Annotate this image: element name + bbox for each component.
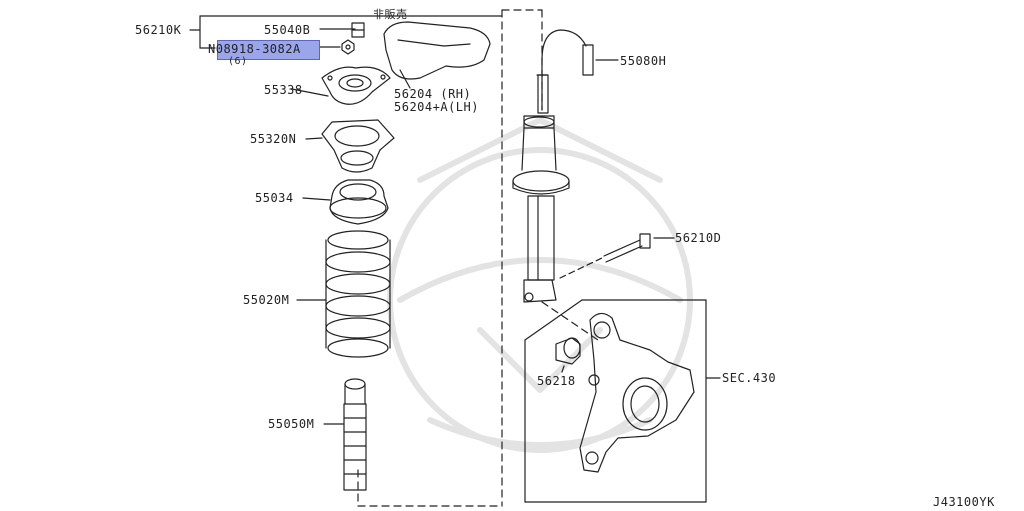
label-55040b[interactable]: 55040B [264, 23, 311, 37]
leader-56210k [189, 15, 503, 49]
label-55080h[interactable]: 55080H [620, 54, 667, 68]
label-55034[interactable]: 55034 [255, 191, 294, 205]
label-56204-rh[interactable]: 56204 (RH) [394, 87, 472, 101]
label-55020m[interactable]: 55020M [243, 293, 290, 307]
spring-55020m [296, 230, 391, 358]
shock-absorber-55080h [512, 29, 619, 303]
label-56210k[interactable]: 56210K [135, 23, 182, 37]
bumpstop-55050m [323, 378, 367, 491]
label-55050m[interactable]: 55050M [268, 417, 315, 431]
diagram-id: J43100YK [933, 495, 995, 509]
bolt-56210d [559, 233, 675, 279]
knuckle-sec430 [524, 299, 721, 503]
bracket-56204 [383, 21, 491, 89]
mount-55338 [291, 66, 391, 105]
label-56218[interactable]: 56218 [537, 374, 576, 388]
nut-55040b [319, 22, 365, 55]
insulator-55320n [305, 119, 395, 173]
not-sold-boundary [357, 9, 543, 507]
label-56204-lh[interactable]: 56204+A(LH) [394, 100, 479, 114]
bushing-56218 [555, 337, 581, 373]
label-08918-3082a[interactable]: N08918-3082A [208, 42, 301, 56]
label-55338[interactable]: 55338 [264, 83, 303, 97]
seat-55034 [302, 179, 389, 225]
label-55320n[interactable]: 55320N [250, 132, 297, 146]
watermark-emblem [387, 117, 693, 453]
highlighted-part-box[interactable] [217, 40, 320, 60]
label-56210d[interactable]: 56210D [675, 231, 722, 245]
label-qty-6: (6) [228, 56, 248, 67]
label-sec430[interactable]: SEC.430 [722, 371, 777, 385]
label-not-sold: 非販売 [373, 8, 408, 21]
